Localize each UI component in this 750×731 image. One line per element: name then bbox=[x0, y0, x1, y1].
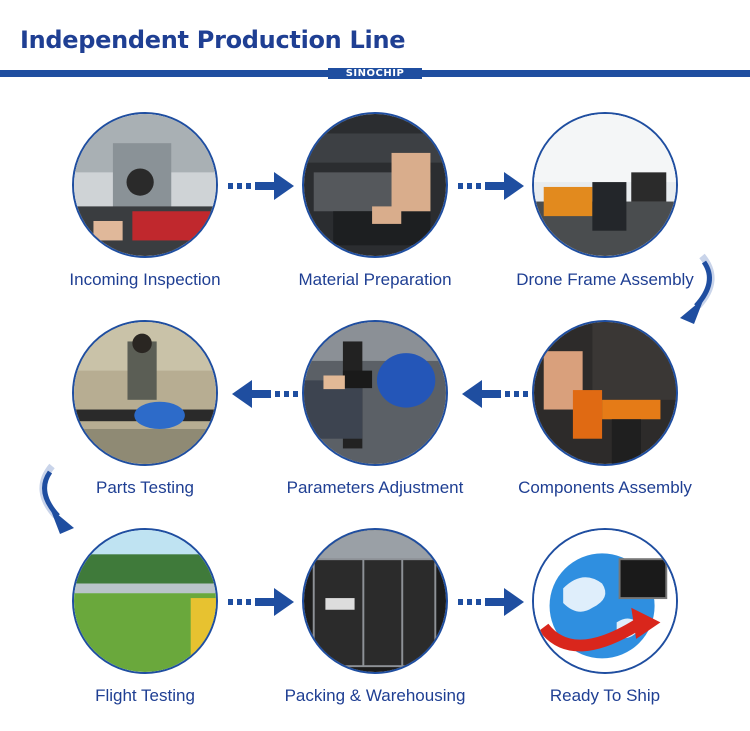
arrow-left-icon bbox=[462, 380, 528, 408]
flight-testing-photo bbox=[72, 528, 218, 674]
arrow-left-icon bbox=[232, 380, 298, 408]
drone-frame-assembly-photo bbox=[532, 112, 678, 258]
step-label-packing-warehousing: Packing & Warehousing bbox=[284, 686, 466, 705]
page-title: Independent Production Line bbox=[20, 26, 406, 54]
step-label-components-assembly: Components Assembly bbox=[518, 478, 692, 497]
curved-arrow-down-icon bbox=[680, 253, 715, 324]
step-label-flight-testing: Flight Testing bbox=[95, 686, 195, 705]
arrow-right-icon bbox=[228, 588, 294, 616]
step-label-parameters-adjustment: Parameters Adjustment bbox=[286, 478, 464, 497]
arrow-right-icon bbox=[458, 172, 524, 200]
parameters-adjustment-photo bbox=[302, 320, 448, 466]
step-label-drone-frame-assembly: Drone Frame Assembly bbox=[516, 270, 694, 289]
step-label-ready-to-ship: Ready To Ship bbox=[549, 686, 661, 705]
arrow-right-icon bbox=[228, 172, 294, 200]
arrow-right-icon bbox=[458, 588, 524, 616]
curved-arrow-down-icon bbox=[39, 463, 74, 534]
components-assembly-photo bbox=[532, 320, 678, 466]
packing-warehousing-photo bbox=[302, 528, 448, 674]
step-label-material-preparation: Material Preparation bbox=[298, 270, 452, 289]
incoming-inspection-photo bbox=[72, 112, 218, 258]
ready-to-ship-photo bbox=[532, 528, 678, 674]
step-label-parts-testing: Parts Testing bbox=[96, 478, 194, 497]
brand-badge: SINOCHIP bbox=[328, 68, 422, 79]
parts-testing-photo bbox=[72, 320, 218, 466]
step-label-incoming-inspection: Incoming Inspection bbox=[69, 270, 221, 289]
material-preparation-photo bbox=[302, 112, 448, 258]
